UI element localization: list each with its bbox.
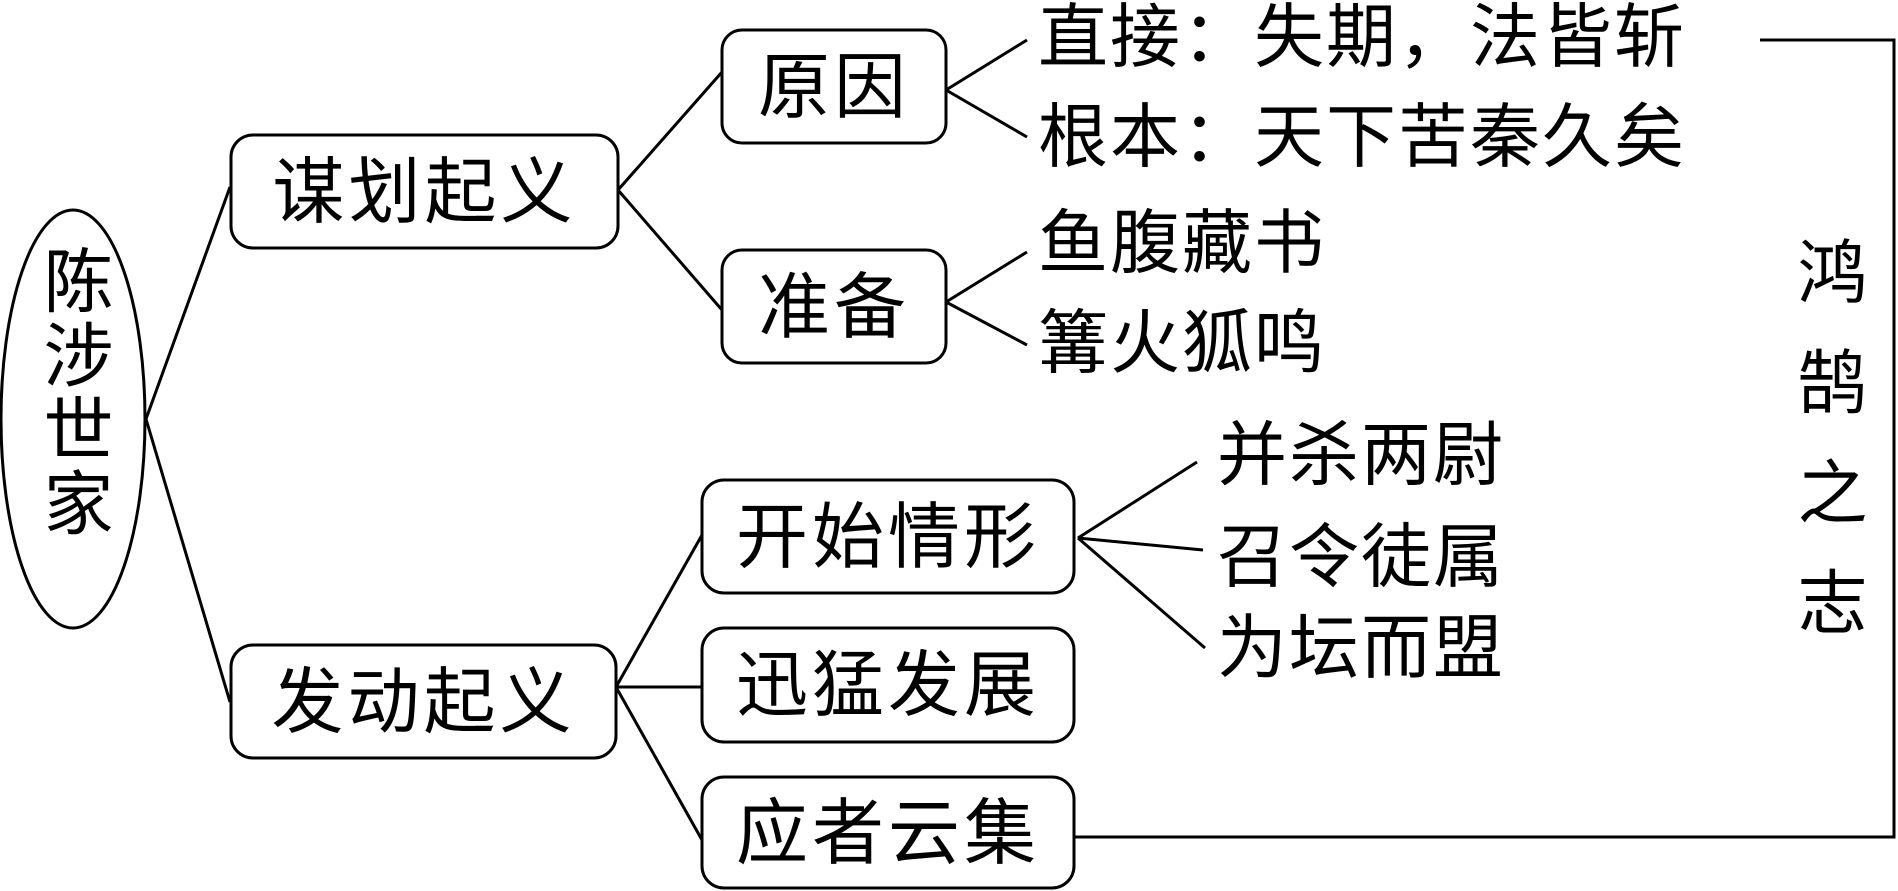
- box-start-situation: [700, 478, 1076, 595]
- label-preparation: 准备: [757, 264, 910, 349]
- connector-launch-response: [614, 686, 704, 841]
- connector-plan-cause: [616, 71, 724, 191]
- box-rapid-growth: [700, 626, 1076, 744]
- connector-plan-prep: [616, 189, 724, 311]
- label-start-situation: 开始情形: [735, 494, 1040, 579]
- leaf-altar-oath: 为坛而盟: [1217, 607, 1505, 689]
- connector-cause-root: [945, 88, 1028, 139]
- box-preparation: [720, 248, 948, 365]
- box-launch-uprising: [229, 643, 618, 760]
- label-launch-uprising: 发动起义: [271, 659, 576, 744]
- connector-root-plan: [144, 186, 232, 420]
- connector-start-summon: [1077, 536, 1204, 552]
- summary-aspiration-label: 鸿鹄之志: [1786, 236, 1868, 676]
- box-mass-response: [700, 775, 1076, 890]
- connector-cause-direct: [945, 38, 1028, 92]
- label-rapid-growth: 迅猛发展: [735, 643, 1040, 727]
- summary-bracket: [1074, 38, 1896, 839]
- leaf-summon-followers: 召令徒属: [1217, 516, 1505, 598]
- leaf-fox-cry: 篝火狐鸣: [1038, 302, 1326, 384]
- leaf-direct-cause: 直接：失期，法皆斩: [1038, 0, 1686, 78]
- box-cause: [720, 28, 948, 145]
- label-cause: 原因: [757, 44, 910, 129]
- root-oval: [0, 208, 147, 630]
- label-plan-uprising: 谋划起义: [272, 149, 577, 234]
- root-label: 陈涉世家: [32, 245, 114, 541]
- connector-prep-fish: [945, 250, 1028, 304]
- connector-prep-fox: [945, 300, 1028, 347]
- connector-start-kill: [1077, 460, 1198, 540]
- connector-root-launch: [144, 418, 232, 703]
- connector-launch-start: [614, 534, 704, 688]
- label-mass-response: 应者云集: [735, 790, 1040, 875]
- leaf-fish-letter: 鱼腹藏书: [1038, 202, 1326, 284]
- connector-start-altar: [1077, 536, 1206, 650]
- leaf-kill-officers: 并杀两尉: [1217, 414, 1505, 496]
- leaf-root-cause: 根本：天下苦秦久矣: [1038, 96, 1686, 178]
